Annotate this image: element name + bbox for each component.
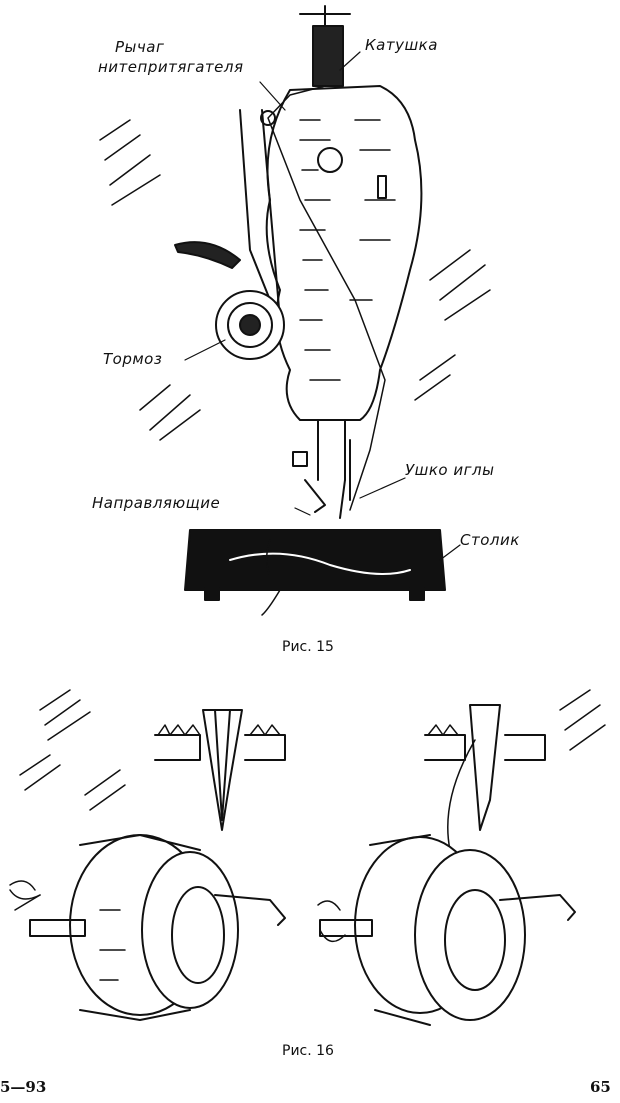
label-guides: Направляющие [92,494,221,512]
needle-right [469,704,501,831]
label-needle-eye: Ушко иглы [405,461,495,479]
page-number: 65 [590,1078,611,1096]
printer-signature: 5—93 [0,1078,47,1096]
needle-bar [317,419,351,501]
label-spool: Катушка [365,36,438,54]
label-take-up-lever-line1: Рычаг [115,38,165,56]
spool [312,25,344,87]
thread-path [267,85,386,511]
shuttle-right-face [414,849,526,1021]
figure16-caption: Рис. 16 [282,1043,334,1059]
sewing-machine-illustration [99,5,491,616]
tension-knob [317,147,343,173]
label-table: Столик [460,531,520,549]
needle-left [202,709,243,831]
machine-body [265,85,423,421]
shuttle-illustration [9,689,606,1026]
needle-plate-right [424,734,546,761]
presser-foot [304,479,326,513]
take-up-lever [239,109,281,321]
figure15-caption: Рис. 15 [282,639,334,655]
label-take-up-lever-line2: нитепритягателя [98,58,244,76]
spool-pin [299,5,351,29]
label-brake: Тормоз [103,350,163,368]
shuttle-left-face [141,851,239,1009]
